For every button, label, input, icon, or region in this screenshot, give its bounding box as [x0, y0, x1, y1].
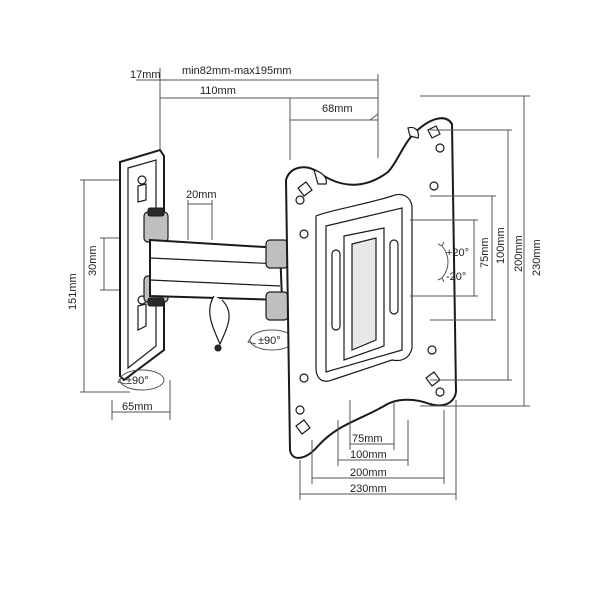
swing-arm	[149, 200, 289, 321]
vesa-h75-label: 75mm	[352, 433, 383, 445]
vesa-h200-label: 200mm	[350, 467, 387, 479]
vesa-v200-label: 200mm	[513, 235, 525, 272]
tilt-down-label: -20°	[446, 271, 466, 283]
tv-bracket	[284, 117, 458, 459]
cable-tie	[209, 295, 230, 352]
vesa-h230-label: 230mm	[350, 483, 387, 495]
arm-110-label: 110mm	[200, 85, 236, 97]
bottom-dimensions	[299, 400, 457, 500]
vesa-h100-label: 100mm	[350, 449, 387, 461]
arm-thickness-label: 30mm	[87, 245, 99, 276]
top-dimensions	[136, 68, 379, 160]
wall-width-label: 65mm	[122, 401, 153, 413]
wall-height-label: 151mm	[67, 273, 79, 310]
swivel-wall-icon	[117, 369, 165, 391]
wall-offset-label: 17mm	[130, 69, 161, 81]
right-dimensions	[410, 95, 530, 407]
arm-68-label: 68mm	[322, 103, 353, 115]
vesa-v100-label: 100mm	[495, 227, 507, 264]
vesa-v75-label: 75mm	[479, 237, 491, 268]
arm-height-label: 20mm	[186, 189, 217, 201]
swivel-arm-label: ±90°	[258, 335, 281, 347]
tilt-up-label: +20°	[446, 247, 469, 259]
swivel-wall-label: ±90°	[126, 375, 149, 387]
vesa-v230-label: 230mm	[531, 239, 543, 276]
arm-range-label: min82mm-max195mm	[182, 65, 291, 77]
